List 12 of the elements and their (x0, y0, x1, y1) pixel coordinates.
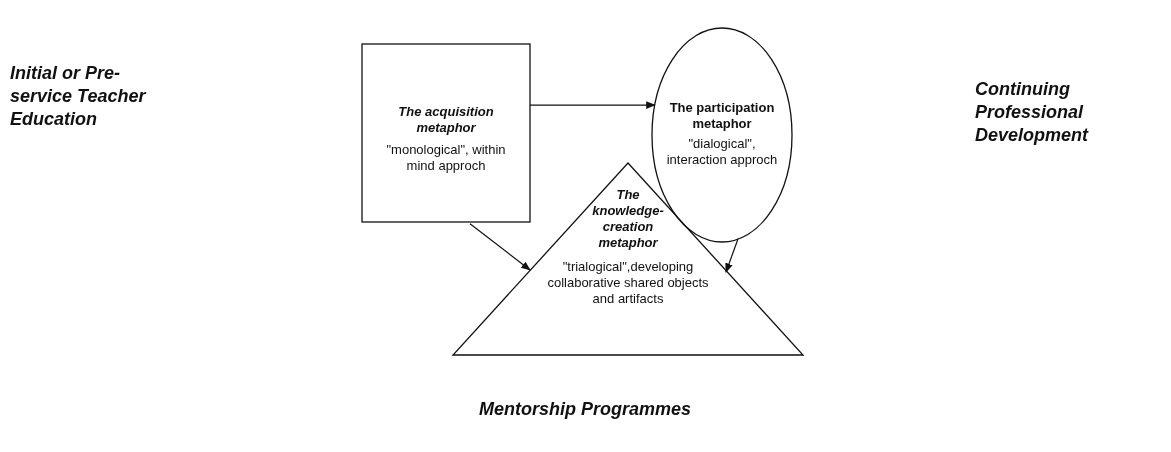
side-label: Continuing Professional Development (975, 78, 1090, 147)
node-description: "monological", within mind approch (385, 142, 507, 174)
node-heading: The knowledge-creation metaphor (591, 187, 665, 251)
arrow (469, 223, 531, 271)
node-description: "trialogical",developing collaborative shared objects and artifacts (547, 259, 709, 307)
node-heading: The acquisition metaphor (397, 104, 495, 136)
node-heading: The participation metaphor (668, 100, 776, 132)
arrow (725, 238, 739, 273)
arrow (529, 101, 656, 109)
node-description: "dialogical", interaction approch (665, 136, 779, 168)
side-label: Mentorship Programmes (477, 398, 692, 421)
side-label: Initial or Pre-service Teacher Education (10, 62, 148, 131)
